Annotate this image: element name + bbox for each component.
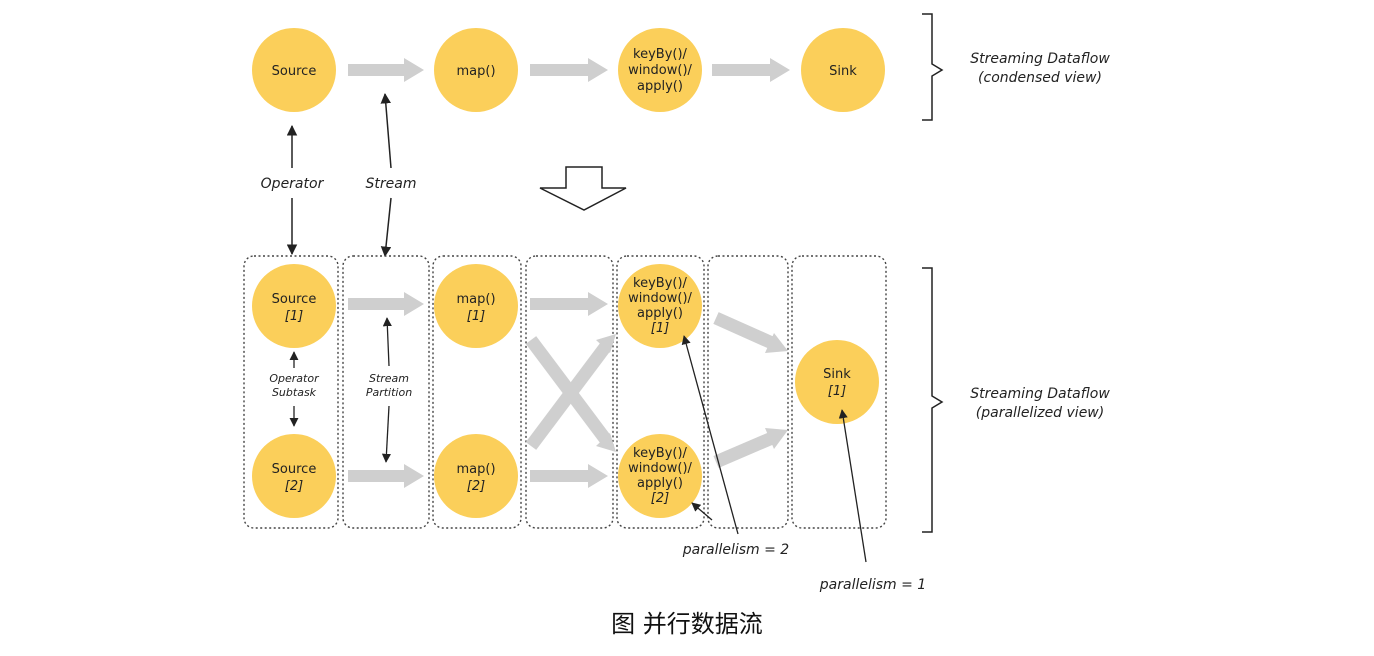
parallel-side-label-line2: (parallelized view) [976,405,1104,421]
sink-arrowhead [765,333,788,353]
stream-arrow-down [380,197,392,258]
map-2-index: [2] [467,479,485,494]
partition-arrow [348,292,424,316]
column-box [707,255,789,529]
source-2-index: [2] [285,479,303,494]
subtask-label-line2: Subtask [272,386,317,399]
figure-caption: 图 并行数据流 [611,610,763,638]
partition-label-line2: Partition [366,386,412,399]
source-2-node: Source [2] [252,434,336,518]
map-2-label: map() [456,462,495,477]
partition-arrow-down [381,405,391,463]
condensed-map-label: map() [456,64,495,79]
parallel-side-label-line1: Streaming Dataflow [970,386,1110,402]
dataflow-diagram: Source map() keyBy()/ window()/ apply() … [243,13,1110,593]
condensed-source-node: Source [252,28,336,112]
condensed-keyby-line3: apply() [637,79,683,94]
condensed-keyby-node: keyBy()/ window()/ apply() [618,28,702,112]
sink-1-index: [1] [828,384,846,399]
map-2-node: map() [2] [434,434,518,518]
shuffle-arrowhead [596,334,616,353]
condensed-view: Source map() keyBy()/ window()/ apply() … [252,13,1110,121]
partition-label-line1: Stream [369,372,409,385]
source-1-index: [1] [285,309,303,324]
condensed-sink-label: Sink [829,64,857,79]
column-box [616,255,705,529]
operator-stream-annotations: Operator Stream [261,92,417,258]
column-box [342,255,430,529]
source-1-label: Source [272,292,317,307]
condensed-bracket [922,13,944,121]
condensed-sink-node: Sink [801,28,885,112]
map-1-node: map() [1] [434,264,518,348]
partition-arrow-up [382,317,392,367]
condensed-keyby-line1: keyBy()/ [633,47,688,62]
column-box [791,255,887,529]
stream-arrow [712,58,790,82]
parallel-bracket [922,267,944,533]
condensed-source-label: Source [272,64,317,79]
keyby-1-node: keyBy()/ window()/ apply() [1] [618,264,702,348]
keyby-1-line2: window()/ [628,291,692,306]
operator-label: Operator [261,176,325,192]
shuffle-arrowhead [596,433,616,452]
sink-line [713,432,775,468]
keyby-1-line1: keyBy()/ [633,276,688,291]
partition-arrow [348,464,424,488]
parallelism-1-label: parallelism = 1 [819,577,926,593]
keyby-1-line3: apply() [637,306,683,321]
map-1-index: [1] [467,309,485,324]
subtask-label-line1: Operator [269,372,320,385]
stream-arrow-up [380,92,392,169]
condensed-map-node: map() [434,28,518,112]
sink-arrowhead [765,428,788,449]
sink-line [713,312,775,349]
keyby-2-node: keyBy()/ window()/ apply() [2] [618,434,702,518]
parallelism-2-label: parallelism = 2 [682,542,790,558]
column-box [525,255,614,529]
keyby-2-index: [2] [651,491,669,506]
stream-arrow [530,58,608,82]
stream-arrow [348,58,424,82]
parallel-view: Source [1] Source [2] map() [1] map() [2… [243,255,1110,593]
parallelism-2-arrow-b [681,335,739,535]
condensed-keyby-line2: window()/ [628,63,692,78]
source-1-node: Source [1] [252,264,336,348]
partition-arrow [530,464,608,488]
keyby-2-line1: keyBy()/ [633,446,688,461]
shuffle-line [525,342,612,450]
sink-1-node: Sink [1] [795,340,879,424]
map-1-label: map() [456,292,495,307]
parallelism-1-arrow [838,409,867,563]
stream-label: Stream [366,176,417,192]
condensed-side-label-line2: (condensed view) [978,70,1102,86]
keyby-2-line2: window()/ [628,461,692,476]
partition-arrow [530,292,608,316]
condensed-side-label-line1: Streaming Dataflow [970,51,1110,67]
keyby-1-index: [1] [651,321,669,336]
source-2-label: Source [272,462,317,477]
keyby-2-line3: apply() [637,476,683,491]
parallelism-2-arrow-a [691,502,713,521]
transform-down-arrow [539,166,627,211]
column-box [243,255,339,529]
sink-1-label: Sink [823,367,851,382]
